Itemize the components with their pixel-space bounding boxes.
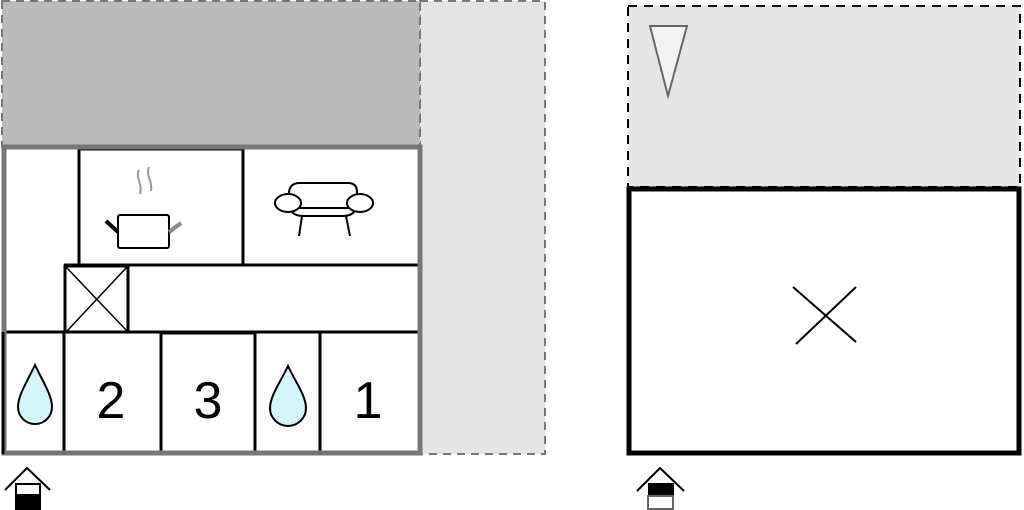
outer-wall (1, 144, 423, 456)
ground-floor-plan: 2 3 1 (1, 0, 546, 510)
terrace-area (627, 5, 1021, 188)
water-drop-icon (268, 363, 308, 427)
cooking-pot-icon (104, 166, 183, 249)
building-outline (626, 186, 1022, 456)
bedroom-3-label: 3 (194, 372, 223, 430)
entrance-icon (4, 466, 51, 510)
stairs-icon (65, 266, 128, 332)
entrance-icon (636, 466, 685, 510)
top-outdoor-area (1, 0, 421, 148)
stairs-icon (792, 286, 857, 345)
sofa-icon (274, 182, 374, 237)
bedroom-2-label: 2 (97, 372, 126, 430)
bedroom-1-label: 1 (354, 372, 383, 430)
upper-floor-plan (626, 5, 1022, 510)
side-outdoor-area (419, 0, 546, 455)
tree-icon (648, 25, 689, 100)
water-drop-icon (16, 362, 54, 425)
